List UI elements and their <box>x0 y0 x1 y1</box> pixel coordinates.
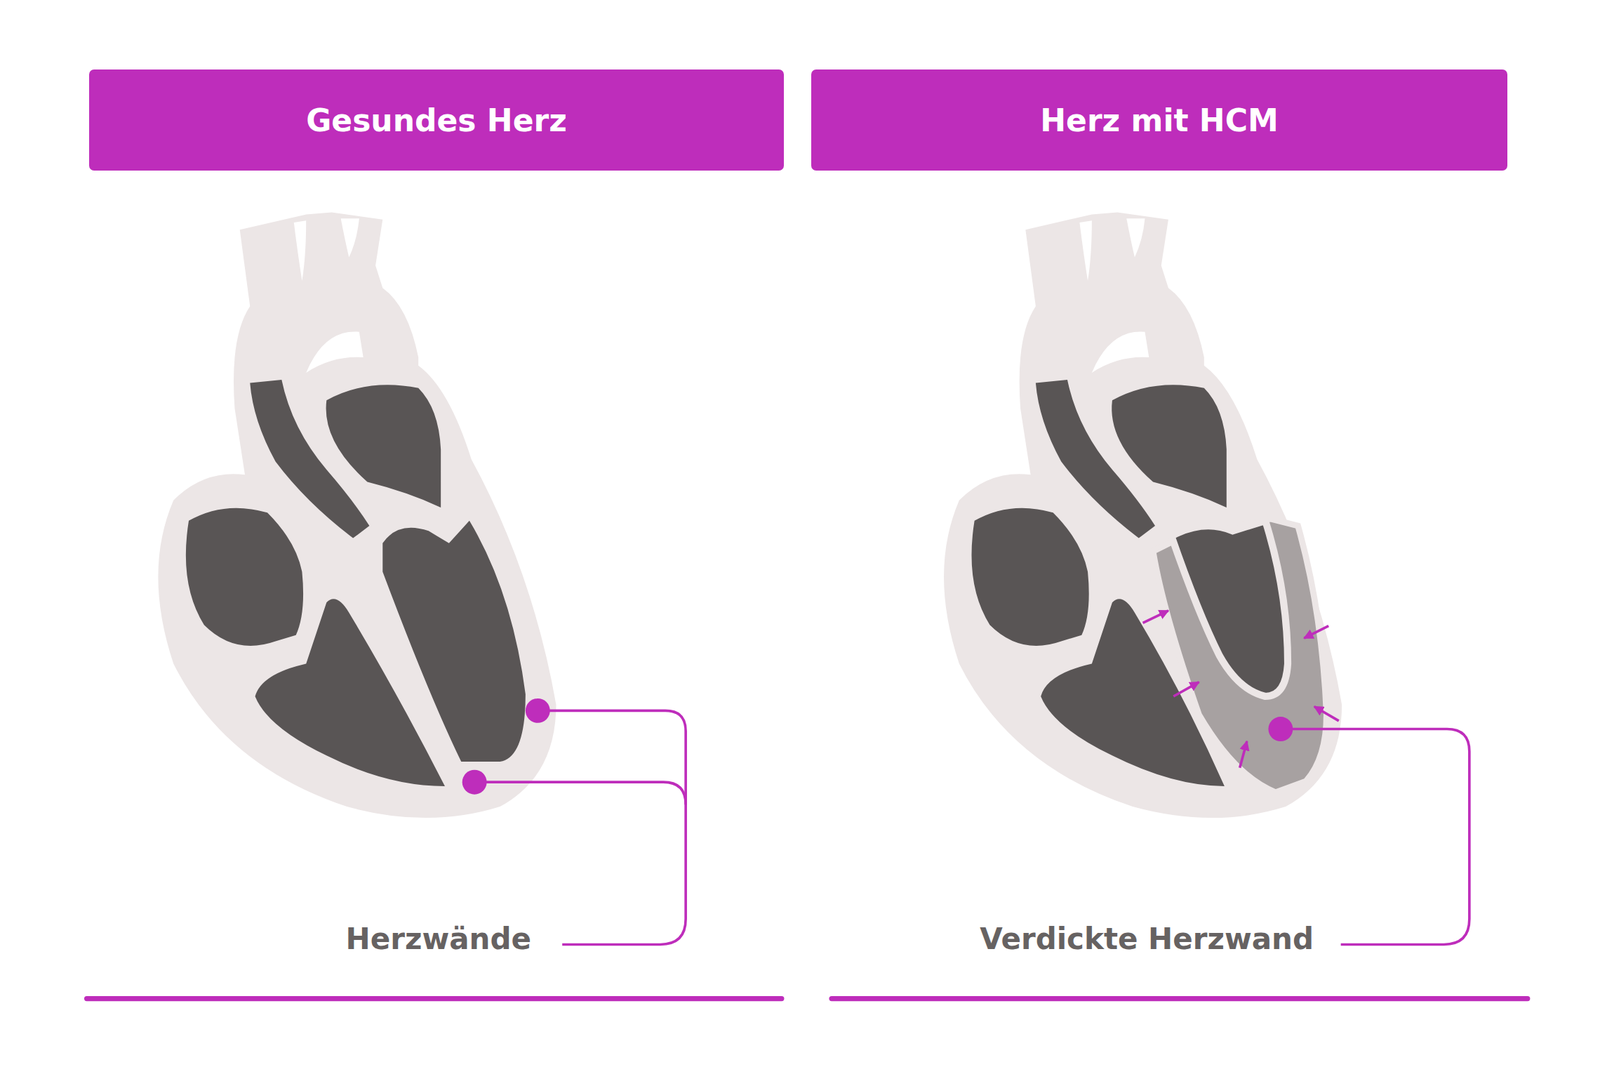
header-text: Gesundes Herz <box>305 102 568 139</box>
wall-label: Verdickte Herzwand <box>979 921 1314 957</box>
header-bar: Herz mit HCM <box>811 69 1508 171</box>
header-text: Herz mit HCM <box>1040 102 1278 139</box>
compression-arrows <box>1143 610 1339 768</box>
wall-label: Herzwände <box>345 921 532 957</box>
header-bar: Gesundes Herz <box>89 69 784 171</box>
leader-lines <box>474 710 1470 944</box>
